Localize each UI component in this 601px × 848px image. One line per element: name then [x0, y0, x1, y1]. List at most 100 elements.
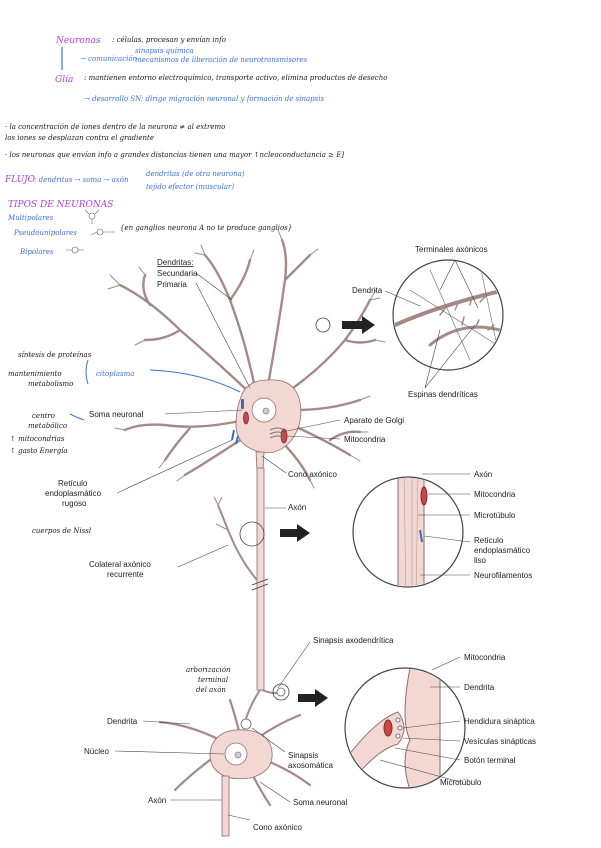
label-zoom-rel-3: liso — [474, 556, 487, 565]
note-multipolares: Multipolares — [7, 214, 54, 222]
note-arbor-1: arborización — [186, 666, 231, 674]
zoom-ring-axon — [239, 521, 265, 547]
label-reticulo-2: endoplasmático — [45, 489, 102, 498]
label-axon: Axón — [288, 503, 306, 512]
leader-lines — [114, 259, 479, 821]
rough-er — [231, 429, 239, 445]
note-bipolares: Bipolares — [19, 248, 54, 256]
note-neuronas-text: : células, procesan y envían info — [112, 36, 226, 44]
label-zoom-rel-1: Retículo — [474, 536, 504, 545]
label-soma: Soma neuronal — [89, 410, 143, 419]
note-flujo-seq: : dendritas → soma → axón — [34, 176, 129, 184]
label-dendrita-top: Dendrita — [352, 286, 383, 295]
label-espinas: Espinas dendríticas — [408, 390, 478, 399]
note-flujo-b: tejido efector (muscular) — [146, 183, 234, 191]
note-arbor-3: del axón — [196, 686, 226, 694]
synapse-bulb-1 — [240, 718, 252, 730]
label-s-hendidura: Hendidura sináptica — [464, 717, 535, 726]
label-b-axon: Axón — [148, 796, 166, 805]
note-desarrollo: → desarrollo SN: dirige migración neuron… — [84, 95, 324, 103]
bottom-axon — [221, 775, 230, 837]
note-mecanismos: mecanismos de liberación de neurotransmi… — [135, 56, 308, 64]
note-tipos-title: TIPOS DE NEURONAS — [8, 200, 113, 210]
label-golgi: Aparato de Golgi — [344, 416, 404, 425]
note-pseudo: Pseudounipolares — [13, 229, 77, 237]
label-reticulo-1: Retículo — [58, 479, 88, 488]
zoom-axon — [352, 476, 464, 588]
note-soma-3: ↑ mitocondrias — [10, 435, 65, 443]
zoom-dendrites — [392, 259, 504, 371]
note-soma-bracket — [69, 413, 85, 421]
note-flujo-a: dendritas (de otra neurona) — [146, 170, 245, 178]
note-flujo-label: FLUJO — [4, 175, 36, 185]
label-dendritas: Dendritas: — [157, 258, 193, 267]
note-pseudo-note: {en ganglios neurona A no te produce gan… — [120, 224, 292, 232]
er-blue-mark — [241, 399, 244, 409]
label-colateral-2: recurrente — [107, 570, 144, 579]
axon-terminal-branch — [244, 689, 281, 723]
label-b-cono: Cono axónico — [253, 823, 302, 832]
label-secundaria: Secundaria — [157, 269, 198, 278]
dendrite-fine-branches — [107, 229, 386, 489]
note-citoplasma: citoplasma — [96, 370, 134, 378]
note-line3: · los neuronas que envían info a grandes… — [5, 151, 344, 159]
neuron-type-sketches — [66, 209, 115, 254]
note-nissl: cuerpos de Nissl — [32, 527, 91, 535]
label-sinapsis-ad: Sinapsis axodendrítica — [313, 636, 394, 645]
bottom-neuron — [158, 687, 312, 837]
nucleolus — [262, 407, 270, 415]
handwritten-notes: Neuronas : células, procesan y envían in… — [4, 36, 387, 694]
note-line1: · la concentración de iones dentro de la… — [5, 123, 225, 131]
label-terminales: Terminales axónicos — [415, 245, 487, 254]
synapse-bulb-2 — [276, 687, 286, 697]
main-neuron — [107, 229, 386, 723]
label-s-mito: Mitocondria — [464, 653, 506, 662]
label-s-vesiculas: Vesículas sinápticas — [464, 737, 536, 746]
axon — [256, 467, 265, 691]
label-mito: Mitocondria — [344, 435, 386, 444]
mitochondrion-soma-2 — [243, 411, 249, 425]
note-glia-title: Glía — [55, 74, 73, 85]
label-s-boton: Botón terminal — [464, 756, 516, 765]
note-sintesis: síntesis de proteínas — [18, 351, 92, 359]
label-cono: Cono axónico — [288, 470, 337, 479]
note-citoplasma-arrow — [149, 369, 241, 393]
note-metab2: metabolismo — [28, 380, 73, 388]
note-soma-4: ↑ gasto Energía — [10, 447, 68, 455]
label-zoom-micro: Microtúbulo — [474, 511, 516, 520]
printed-labels: Dendritas: Secundaria Primaria Terminale… — [45, 245, 536, 832]
label-reticulo-3: rugoso — [62, 499, 87, 508]
arrow-2 — [280, 524, 310, 542]
label-s-dendrita: Dendrita — [464, 683, 495, 692]
label-zoom-mito: Mitocondria — [474, 490, 516, 499]
label-s-micro: Microtúbulo — [440, 778, 482, 787]
zoom-arrows — [280, 316, 375, 707]
label-zoom-neuro: Neurofilamentos — [474, 571, 532, 580]
label-primaria: Primaria — [157, 280, 187, 289]
note-line2: los iones se desplazan contra el gradien… — [5, 134, 154, 142]
zoom-ring-dendrite — [315, 317, 331, 333]
zoom-synapse — [344, 667, 466, 789]
label-b-sinapsis-1: Sinapsis — [288, 751, 318, 760]
note-arbor-2: terminal — [198, 676, 228, 684]
label-b-sinapsis-2: axosomática — [288, 761, 333, 770]
golgi-apparatus — [269, 427, 285, 439]
note-sinapsis-quimica: sinapsis química — [135, 47, 194, 55]
label-zoom-rel-2: endoplasmático — [474, 546, 531, 555]
note-comunicacion: → comunicación — [80, 55, 138, 63]
note-soma-1: centro — [32, 412, 55, 420]
axon-break — [251, 578, 269, 591]
label-zoom-axon: Axón — [474, 470, 492, 479]
label-b-soma: Soma neuronal — [293, 798, 347, 807]
label-b-nucleo: Núcleo — [84, 747, 109, 756]
note-bracket — [85, 359, 89, 385]
axon-collateral — [217, 504, 258, 581]
note-glia-text: : mantienen entorno electroquímico, tran… — [84, 74, 387, 82]
label-colateral-1: Colateral axónico — [89, 560, 151, 569]
note-soma-2: metabólico — [28, 422, 67, 430]
arrow-3 — [298, 689, 328, 707]
label-b-dendrita: Dendrita — [107, 717, 138, 726]
arrow-1 — [342, 316, 375, 334]
axon-hillock — [255, 451, 265, 471]
